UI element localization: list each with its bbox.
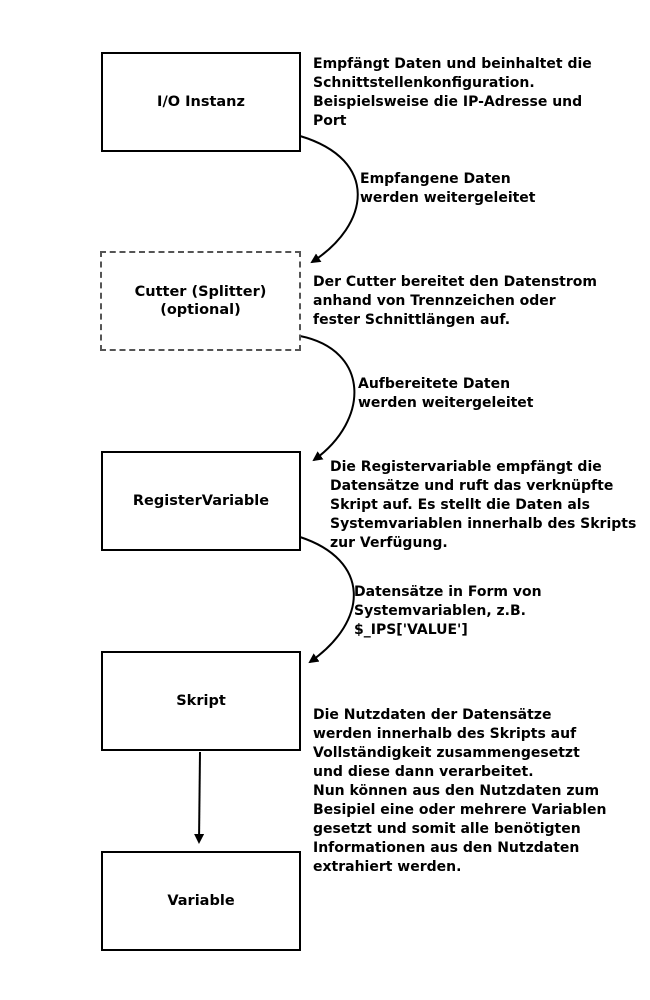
node-variable: Variable: [101, 851, 301, 951]
description-cutter: Der Cutter bereitet den Datenstrom anhan…: [313, 274, 597, 328]
node-label: Variable: [167, 893, 235, 909]
node-label: I/O Instanz: [157, 94, 245, 110]
description-io-instanz: Empfängt Daten und beinhaltet die Schnit…: [313, 56, 592, 129]
edge-io-to-cutter: [299, 135, 359, 264]
description-skript: Die Nutzdaten der Datensätze werden inne…: [313, 707, 607, 875]
edge-skript-to-variable: [194, 751, 205, 844]
node-label: RegisterVariable: [132, 493, 270, 509]
node-skript: Skript: [101, 651, 301, 751]
node-cutter: Cutter (Splitter) (optional): [100, 251, 301, 351]
edge-register-to-skript: [299, 536, 355, 664]
node-registervariable: RegisterVariable: [101, 451, 301, 551]
edge-label-cutter-to-register: Aufbereitete Daten werden weitergeleitet: [358, 376, 534, 411]
node-label: Skript: [176, 693, 226, 709]
node-io-instanz: I/O Instanz: [101, 52, 301, 152]
edge-label-register-to-skript: Datensätze in Form von Systemvariablen, …: [354, 584, 542, 638]
edge-cutter-to-register: [299, 335, 356, 462]
node-label: Cutter (Splitter) (optional): [134, 284, 267, 318]
description-registervariable: Die Registervariable empfängt die Datens…: [330, 459, 637, 551]
edge-label-io-to-cutter: Empfangene Daten werden weitergeleitet: [360, 171, 536, 206]
